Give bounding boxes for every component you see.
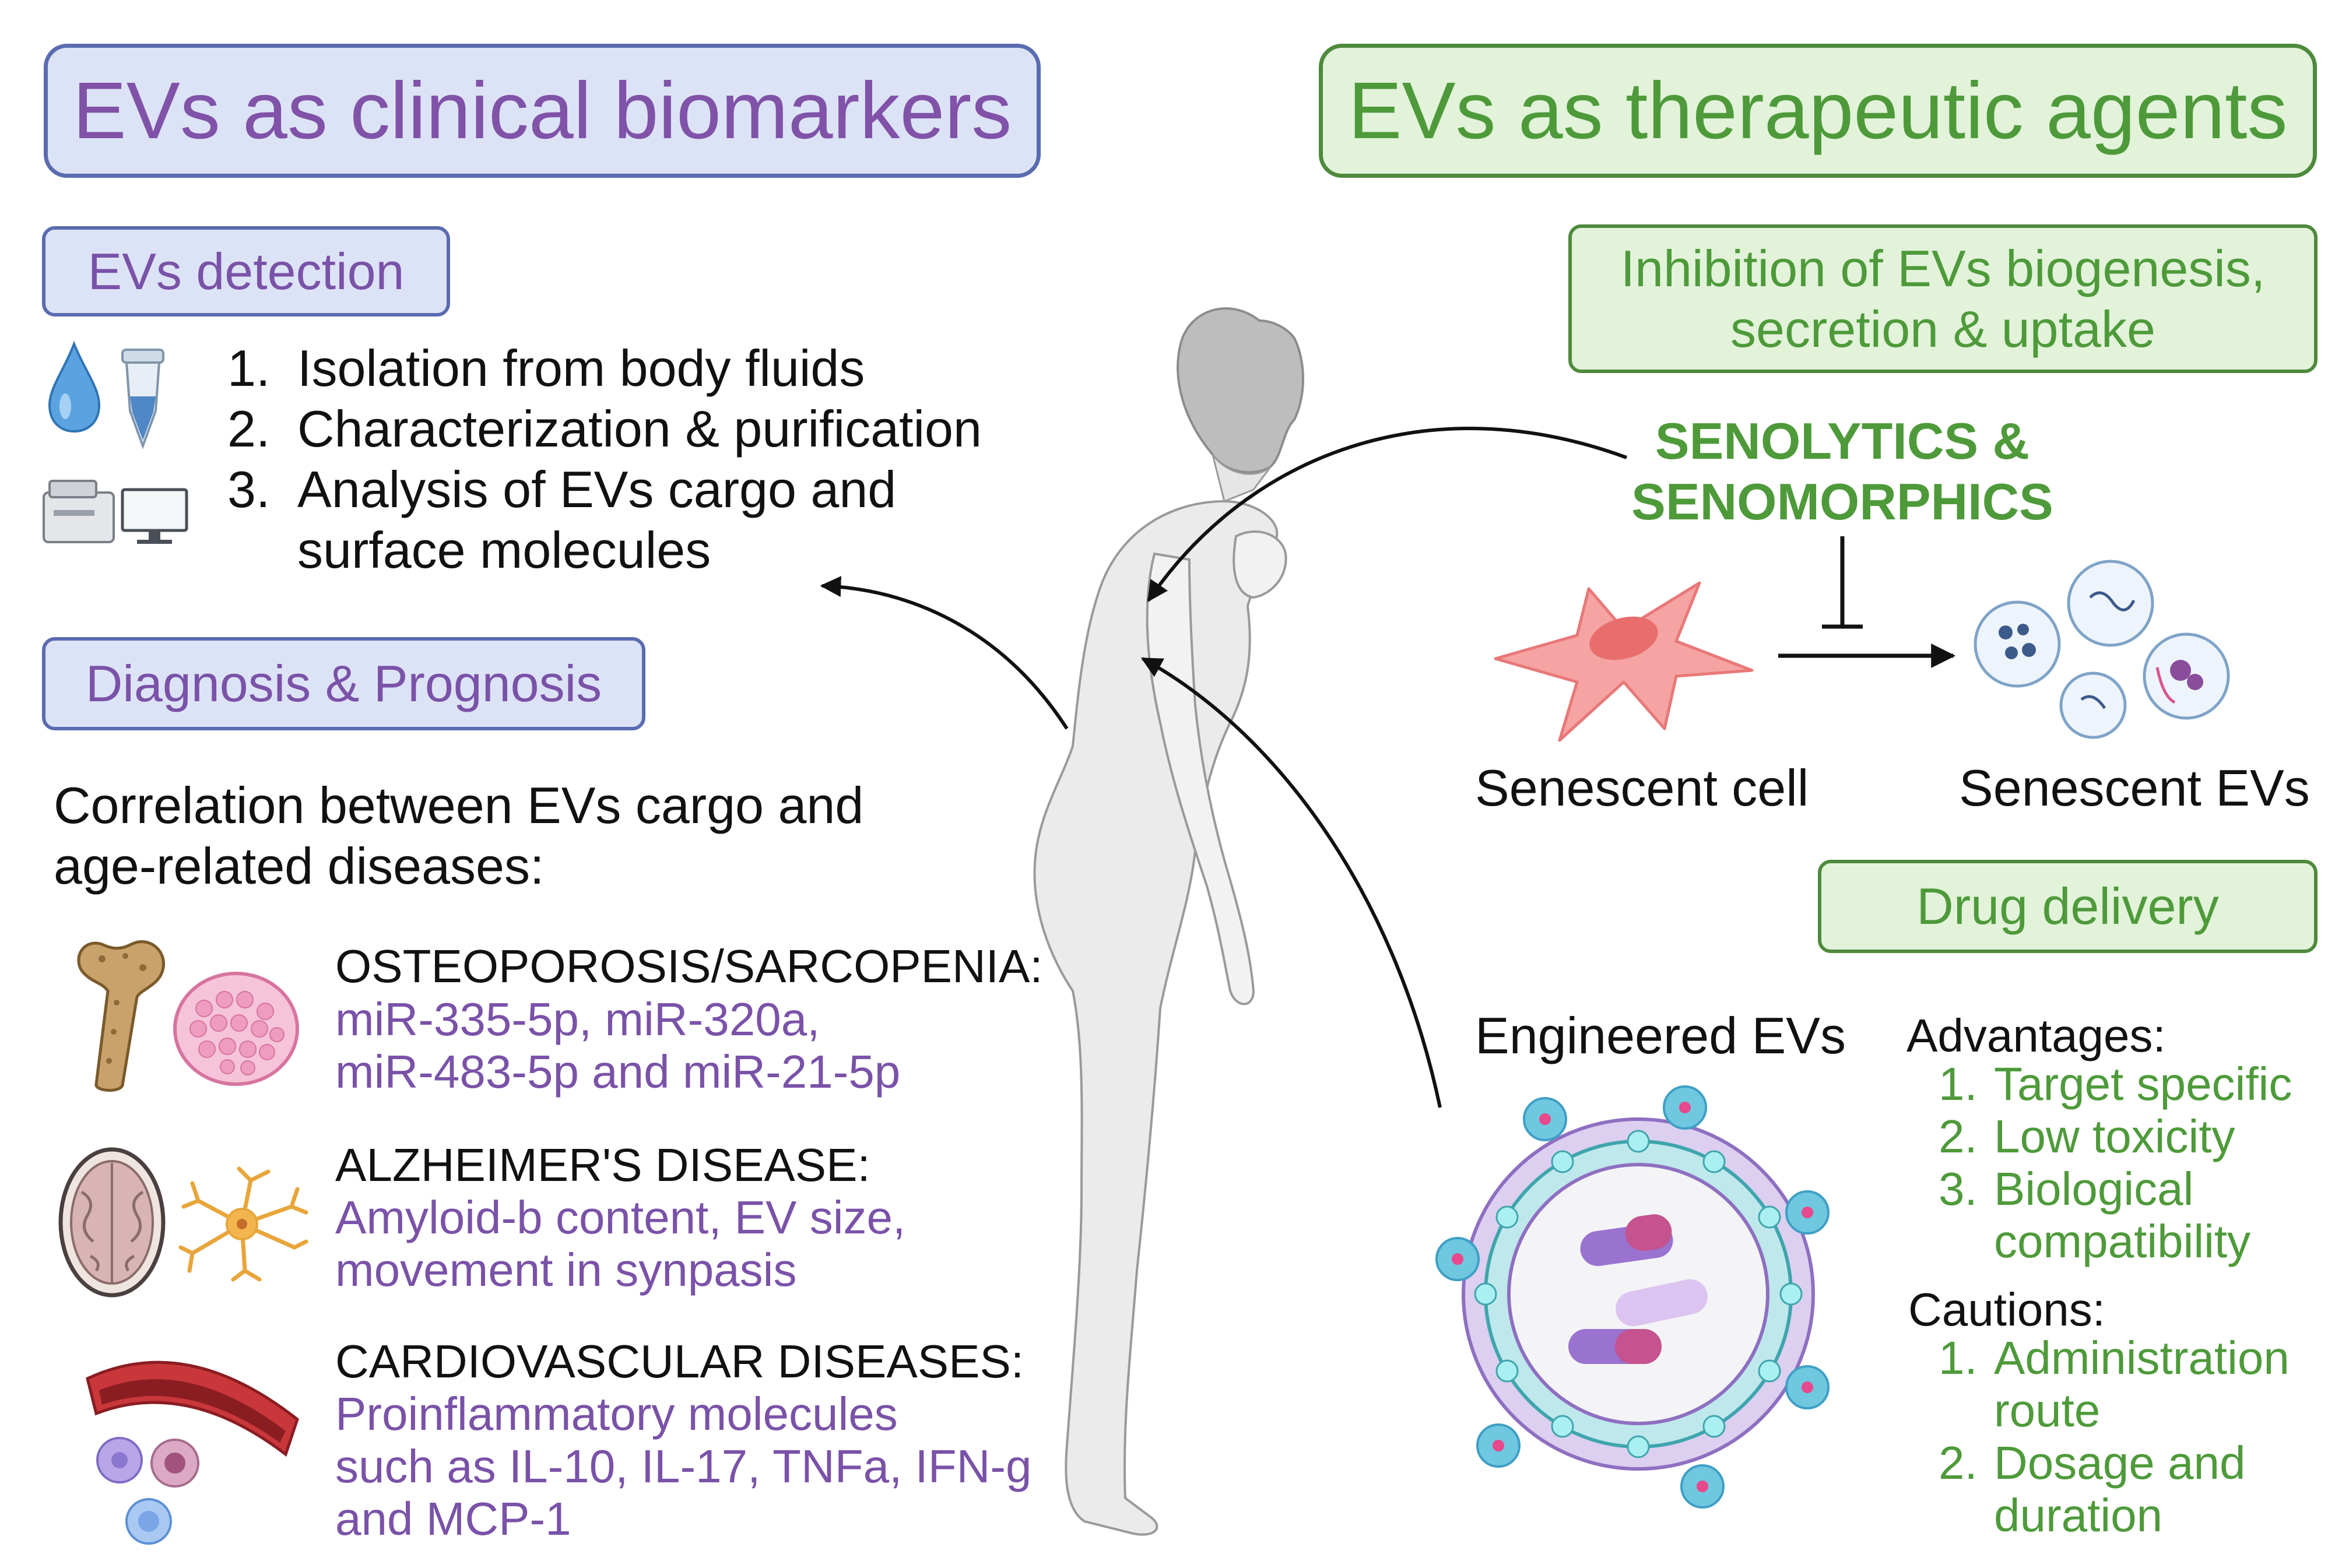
step-number: 2.	[227, 400, 271, 458]
extracellular-vesicles-icon	[1974, 560, 2230, 739]
item-text: Low toxicity	[1994, 1110, 2235, 1162]
blood-vessel-icon	[86, 1360, 299, 1457]
diagnosis-title: Diagnosis & Prognosis	[85, 655, 602, 712]
item-text: duration	[1994, 1489, 2163, 1541]
step-number: 1.	[227, 339, 271, 397]
item-number: 1.	[1939, 1058, 1978, 1110]
inhibition-box: Inhibition of EVs biogenesis, secretion …	[1568, 224, 2318, 373]
item-text: Administration	[1994, 1332, 2290, 1384]
arrow-to-biomarkers	[820, 576, 1069, 730]
cardio-line2: such as IL-10, IL-17, TNFa, IFN-g	[335, 1440, 1032, 1492]
alzheimer-line2: movement in synpasis	[335, 1244, 797, 1296]
item-number: 1.	[1939, 1332, 1978, 1384]
senescent-cell-label: Senescent cell	[1475, 759, 1809, 817]
item-text: compatibility	[1994, 1215, 2251, 1267]
advantages-list: 1. Target specific 2. Low toxicity 3. Biolo…	[1939, 1058, 2292, 1268]
drug-delivery-title: Drug delivery	[1916, 877, 2219, 936]
human-figure	[1033, 307, 1304, 1536]
cardio-line3: and MCP-1	[335, 1493, 571, 1545]
senolytics-line1: SENOLYTICS &	[1655, 412, 2030, 470]
ev-detection-title: EVs detection	[87, 242, 405, 300]
senolytics-line2: SENOMORPHICS	[1631, 473, 2053, 530]
cautions-label: Cautions:	[1908, 1284, 2105, 1335]
test-tube-icon	[121, 349, 164, 449]
blood-cells-icon	[96, 1437, 199, 1545]
engineered-ev-icon	[1435, 1085, 1830, 1509]
detection-steps: 1. Isolation from body fluids 2. Character…	[227, 338, 982, 581]
water-drop-icon	[48, 340, 101, 433]
item-text: route	[1994, 1384, 2101, 1436]
item-text: Target specific	[1994, 1058, 2292, 1110]
osteoporosis-label: OSTEOPOROSIS/SARCOPENIA:	[335, 940, 1043, 992]
item-text: Dosage and	[1994, 1437, 2246, 1489]
advantages-label: Advantages:	[1906, 1010, 2166, 1061]
engineered-evs-label: Engineered EVs	[1475, 1007, 1846, 1064]
diagnosis-box: Diagnosis & Prognosis	[42, 637, 645, 730]
alzheimer-line1: Amyloid-b content, EV size,	[335, 1191, 906, 1243]
ev-detection-box: EVs detection	[42, 226, 450, 317]
osteoporosis-line2: miR-483-5p and miR-21-5p	[335, 1046, 901, 1098]
detection-step: 2. Characterization & purification	[227, 399, 982, 459]
inhibition-title-line2: secretion & uptake	[1730, 300, 2155, 358]
lab-instrument-icon	[43, 480, 188, 544]
alzheimer-label: ALZHEIMER'S DISEASE:	[335, 1139, 870, 1191]
step-text: Analysis of EVs cargo and	[297, 460, 897, 518]
drug-delivery-box: Drug delivery	[1818, 860, 2318, 953]
correlation-intro-line2: age-related diseases:	[54, 837, 545, 895]
detection-step: 1. Isolation from body fluids	[227, 338, 982, 399]
biomarkers-header-text: EVs as clinical biomarkers	[72, 65, 1012, 156]
correlation-intro-line1: Correlation between EVs cargo and	[54, 776, 864, 834]
therapeutic-header: EVs as therapeutic agents	[1319, 44, 2317, 178]
biomarkers-header: EVs as clinical biomarkers	[44, 44, 1041, 178]
advantage-item: 2. Low toxicity	[1939, 1110, 2292, 1163]
step-number: 3.	[227, 460, 271, 518]
senolytics-label: SENOLYTICS & SENOMORPHICS	[1621, 411, 2064, 532]
neuron-icon	[178, 1166, 308, 1282]
inhibition-title-line1: Inhibition of EVs biogenesis,	[1620, 239, 2266, 297]
detection-step: 3. Analysis of EVs cargo and	[227, 459, 982, 520]
item-number: 2.	[1939, 1110, 1978, 1162]
arrow-from-engineered	[1140, 657, 1442, 1108]
brain-icon	[58, 1147, 166, 1298]
bone-icon	[77, 940, 166, 1092]
muscle-tissue-icon	[173, 972, 299, 1086]
step-text: Isolation from body fluids	[297, 339, 865, 397]
step-text: Characterization & purification	[297, 400, 982, 458]
item-text: Biological	[1994, 1163, 2194, 1215]
advantage-item: 1. Target specific	[1939, 1058, 2292, 1110]
item-number: 2.	[1939, 1437, 1978, 1489]
arrow-from-senolytics	[1147, 427, 1628, 602]
senescent-cell-icon	[1494, 581, 1754, 742]
senescent-evs-label: Senescent EVs	[1959, 759, 2310, 817]
detection-step-continued: surface molecules	[227, 520, 982, 581]
inhibition-symbol	[1822, 536, 1863, 629]
therapeutic-header-text: EVs as therapeutic agents	[1348, 65, 2288, 156]
cardio-line1: Proinflammatory molecules	[335, 1388, 898, 1440]
osteoporosis-line1: miR-335-5p, miR-320a,	[335, 993, 820, 1045]
item-number: 3.	[1939, 1163, 1978, 1215]
step-text: surface molecules	[297, 521, 711, 579]
cardio-label: CARDIOVASCULAR DISEASES:	[335, 1335, 1024, 1387]
